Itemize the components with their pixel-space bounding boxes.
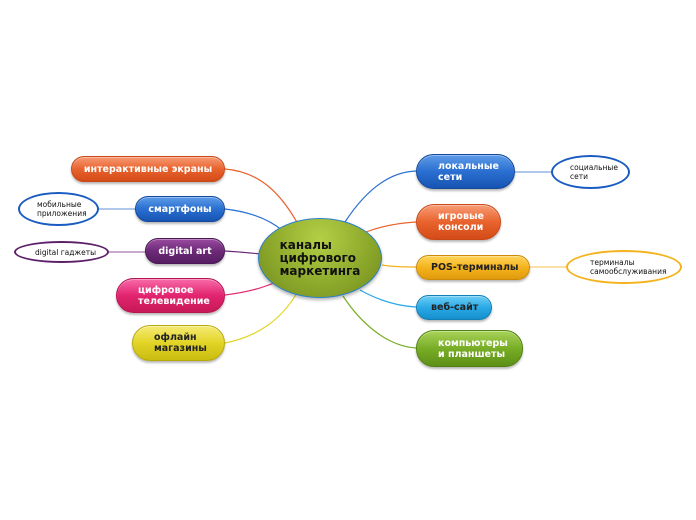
central-topic-label: каналы цифрового маркетинга <box>279 237 361 278</box>
node-game-consoles[interactable]: игровые консоли <box>416 204 501 240</box>
leaf-social-networks[interactable]: социальные сети <box>551 155 630 189</box>
connector-digital-tv <box>224 282 275 296</box>
connector-smartphones <box>224 208 284 232</box>
node-digital-tv[interactable]: цифровое телевидение <box>116 278 225 313</box>
connector-computers-tablets <box>342 295 417 349</box>
node-interactive-screens-label: интерактивные экраны <box>83 163 213 175</box>
node-digital-tv-label: цифровое телевидение <box>138 284 210 307</box>
leaf-social-networks-label: социальные сети <box>570 163 618 181</box>
node-offline-stores[interactable]: офлайн магазины <box>132 325 225 361</box>
node-computers-tablets-label: компьютеры и планшеты <box>438 337 508 360</box>
connector-interactive <box>224 168 299 225</box>
node-website-label: веб-сайт <box>431 302 479 313</box>
leaf-self-service-terminals[interactable]: терминалы самообслуживания <box>566 250 682 284</box>
node-offline-stores-label: офлайн магазины <box>154 332 207 354</box>
central-topic[interactable]: каналы цифрового маркетинга <box>258 218 382 298</box>
node-digital-art-label: digital art <box>158 245 212 257</box>
leaf-digital-gadgets[interactable]: digital гаджеты <box>14 241 109 263</box>
node-local-networks[interactable]: локальные сети <box>416 154 515 189</box>
connector-digital-art <box>224 250 261 255</box>
leaf-mobile-apps[interactable]: мобильные приложения <box>18 192 99 226</box>
node-interactive-screens[interactable]: интерактивные экраны <box>71 156 225 182</box>
node-computers-tablets[interactable]: компьютеры и планшеты <box>416 330 523 367</box>
leaf-mobile-apps-label: мобильные приложения <box>37 200 87 218</box>
leaf-digital-gadgets-label: digital гаджеты <box>35 247 97 257</box>
leaf-self-service-terminals-label: терминалы самообслуживания <box>590 258 667 276</box>
node-pos-terminals-label: POS-терминалы <box>431 262 519 273</box>
connector-game-consoles <box>365 221 417 233</box>
node-digital-art[interactable]: digital art <box>145 238 225 264</box>
connector-offline-stores <box>224 292 298 344</box>
node-smartphones-label: смартфоны <box>148 203 212 215</box>
node-website[interactable]: веб-сайт <box>416 295 492 320</box>
node-local-networks-label: локальные сети <box>438 160 499 183</box>
connector-local-networks <box>344 170 417 223</box>
node-game-consoles-label: игровые консоли <box>438 211 484 233</box>
connector-website <box>359 289 417 308</box>
connector-pos-terminals <box>381 264 417 268</box>
node-pos-terminals[interactable]: POS-терминалы <box>416 255 530 280</box>
node-smartphones[interactable]: смартфоны <box>135 196 225 222</box>
